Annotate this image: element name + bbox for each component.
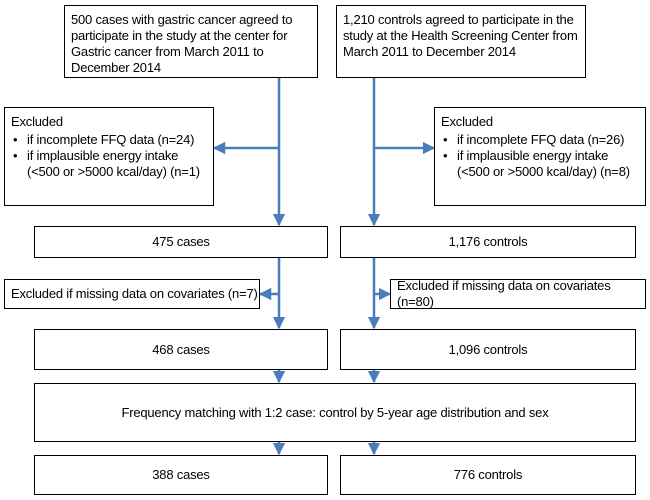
exclusion-controls-box: Excluded if incomplete FFQ data (n=26) i… bbox=[434, 107, 646, 206]
controls-enrolled-box: 1,210 controls agreed to participate in … bbox=[336, 5, 586, 78]
cases-after-ffq-text: 475 cases bbox=[152, 234, 210, 249]
cases-after-cov-text: 468 cases bbox=[152, 341, 210, 357]
controls-enrolled-text: 1,210 controls agreed to participate in … bbox=[343, 12, 578, 59]
covariates-controls-box: Excluded if missing data on covariates (… bbox=[390, 278, 646, 309]
matching-box: Frequency matching with 1:2 case: contro… bbox=[34, 383, 636, 442]
controls-after-cov-text: 1,096 controls bbox=[448, 341, 528, 357]
exclusion-controls-item: if implausible energy intake (<500 or >5… bbox=[441, 148, 639, 180]
exclusion-cases-title: Excluded bbox=[11, 114, 63, 129]
cases-after-ffq-box: 475 cases bbox=[34, 226, 328, 258]
controls-after-ffq-text: 1,176 controls bbox=[448, 234, 528, 249]
controls-final-box: 776 controls bbox=[340, 455, 636, 495]
cases-enrolled-box: 500 cases with gastric cancer agreed to … bbox=[64, 5, 318, 78]
exclusion-cases-item: if incomplete FFQ data (n=24) bbox=[11, 132, 207, 148]
cases-enrolled-text: 500 cases with gastric cancer agreed to … bbox=[71, 12, 293, 75]
controls-after-cov-box: 1,096 controls bbox=[340, 329, 636, 370]
exclusion-controls-title: Excluded bbox=[441, 114, 493, 129]
matching-text: Frequency matching with 1:2 case: contro… bbox=[121, 404, 549, 420]
covariates-cases-text: Excluded if missing data on covariates (… bbox=[11, 286, 258, 301]
covariates-cases-box: Excluded if missing data on covariates (… bbox=[4, 279, 260, 309]
controls-after-ffq-box: 1,176 controls bbox=[340, 226, 636, 258]
exclusion-controls-item: if incomplete FFQ data (n=26) bbox=[441, 132, 639, 148]
exclusion-cases-box: Excluded if incomplete FFQ data (n=24) i… bbox=[4, 107, 214, 206]
cases-final-text: 388 cases bbox=[152, 467, 210, 482]
controls-final-text: 776 controls bbox=[453, 467, 523, 482]
cases-final-box: 388 cases bbox=[34, 455, 328, 495]
covariates-controls-text: Excluded if missing data on covariates (… bbox=[397, 278, 611, 309]
exclusion-cases-item: if implausible energy intake (<500 or >5… bbox=[11, 148, 207, 180]
cases-after-cov-box: 468 cases bbox=[34, 329, 328, 370]
